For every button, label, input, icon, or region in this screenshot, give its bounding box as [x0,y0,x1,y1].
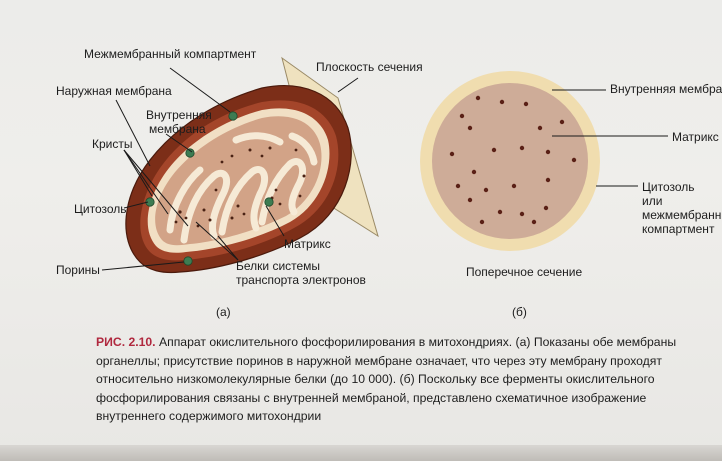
label-cross-section: Поперечное сечение [466,265,583,279]
label-section-plane: Плоскость сечения [316,60,423,74]
label-intermembrane-compartment: Межмембранный компартмент [84,47,257,61]
caption-text: Аппарат окислительного фосфорилирования … [96,335,677,424]
label-inner-membrane-line2: мембрана [149,122,206,136]
cristae-folds [166,132,318,244]
leader-lines-b [552,89,668,187]
panel-a-marker: (а) [216,305,231,319]
matrix-particles [174,146,306,228]
label-cytosol-b-line3: межмембранн [642,208,722,222]
figure-caption: РИС. 2.10. Аппарат окислительного фосфор… [96,333,696,426]
porin-markers [145,111,274,266]
label-inner-membrane-b: Внутренняя мембра [610,82,722,96]
matrix-shape [155,116,322,246]
page-bottom-shadow [0,445,722,461]
panel-b-marker: (б) [512,305,527,319]
label-matrix-a: Матрикс [284,237,331,251]
cross-section-matrix [432,83,588,239]
label-etc-proteins-line1: Белки системы [236,259,321,273]
label-cytosol-a: Цитозоль [74,202,127,216]
label-cristae: Кристы [92,137,133,151]
label-etc-proteins-line2: транспорта электронов [236,273,366,287]
leader-lines-a [101,67,359,271]
label-porins: Порины [56,263,100,277]
label-inner-membrane-line1: Внутренняя [146,108,212,122]
label-cytosol-b-line2: или [642,194,663,208]
label-matrix-b: Матрикс [672,130,719,144]
label-outer-membrane: Наружная мембрана [56,84,172,98]
caption-figure-number: РИС. 2.10. [96,335,156,349]
cross-section-particles [449,95,577,225]
label-cytosol-b-line4: компартмент [642,222,715,236]
label-cytosol-b-line1: Цитозоль [642,180,695,194]
